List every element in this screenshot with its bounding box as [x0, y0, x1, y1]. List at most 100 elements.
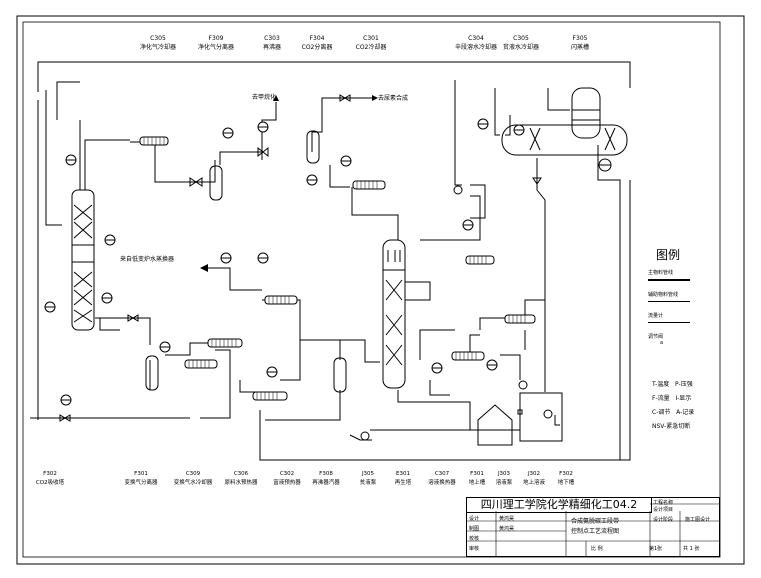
equip-name: 闪蒸槽: [570, 44, 589, 51]
equip-tag: C305: [513, 35, 529, 42]
drawing-title-2: 控制点工艺流程图: [571, 528, 620, 535]
process-lines: [30, 61, 631, 461]
equip-tag: F301: [134, 471, 148, 477]
storage-tanks: [477, 392, 563, 446]
sym-text: -压强: [678, 381, 693, 388]
pumps: [360, 185, 553, 441]
sym-code: I: [675, 395, 678, 402]
aux-line-sample: [648, 301, 690, 302]
equip-name: 溶液泵: [495, 480, 513, 486]
sheet-number: 第1张: [649, 546, 663, 552]
vessels: [145, 130, 347, 393]
row-label-design: 设计: [469, 516, 480, 522]
equip-tag: C305: [150, 35, 166, 42]
sym-extra: NSV-紧急切断: [652, 423, 691, 430]
legend-text: 主物料管线: [648, 270, 674, 276]
sym-code: P: [675, 381, 679, 388]
equip-tag: C309: [185, 471, 201, 477]
sym-code: F: [652, 395, 656, 402]
equip-label-C303: C303 再沸器: [252, 34, 292, 52]
equip-tag: F308: [319, 471, 333, 477]
flash-tank-F305: [501, 87, 628, 156]
equip-tag: J303: [497, 471, 511, 477]
equip-name: 贫液泵: [359, 480, 377, 486]
legend-text: 调节阀: [648, 334, 664, 340]
equip-name: 地上槽: [468, 480, 486, 486]
equip-label-F301-tank: F301 地上槽: [464, 470, 490, 488]
equip-tag: F302: [43, 471, 57, 477]
valves: [59, 94, 542, 422]
equip-tag: F301: [470, 471, 484, 477]
equip-label-C309: C309 变换气水冷却器: [166, 470, 220, 488]
row-label-check: 校核: [469, 536, 480, 542]
legend-text: 流量计: [648, 313, 664, 319]
right-label-4: 施工图设计: [685, 517, 711, 523]
absorber-tower: [71, 189, 95, 331]
school-name: 四川理工学院化学精细化工04.2: [467, 498, 652, 513]
equip-name: 净化气分离器: [197, 44, 234, 51]
title-grid: [466, 503, 720, 557]
equip-tag: E301: [396, 471, 410, 477]
sym-text: -温度: [655, 381, 670, 388]
sym-text: -流量: [655, 395, 670, 402]
equip-name: 贫液水冷却器: [502, 44, 539, 51]
equip-tag: F304: [309, 35, 325, 42]
sym-row: F-流量 I-显示: [652, 392, 732, 406]
equip-name: 再沸器: [262, 44, 281, 51]
equip-label-F308: F308 再沸器汽器: [304, 470, 348, 488]
sheet-total: 共 1 张: [683, 546, 700, 552]
equip-tag: F309: [208, 35, 224, 42]
sym-row: C-调节 A-记录: [652, 406, 732, 420]
equip-name: 净化气冷却器: [139, 44, 176, 51]
stream-label-urea: 去尿素合成: [378, 95, 409, 102]
equip-label-J303: J303 溶液泵: [490, 470, 518, 488]
equip-tag: C303: [264, 35, 280, 42]
legend-title: 图例: [656, 248, 681, 262]
sym-text: -显示: [677, 395, 692, 402]
equip-name: CO2冷却器: [355, 44, 387, 51]
equip-label-C305-top: C305 净化气冷却器: [128, 34, 188, 52]
drawing-frame: [22, 21, 721, 558]
equip-name: 再沸器汽器: [312, 480, 340, 486]
equip-name: 变换气水冷却器: [173, 480, 213, 486]
right-label-3: 设计阶段: [653, 517, 674, 523]
sym-code: T: [652, 381, 656, 388]
equip-label-F309: F309 净化气分离器: [186, 34, 246, 52]
heat-exchangers: [139, 136, 536, 401]
equip-name: 溶液换热器: [428, 480, 456, 486]
equip-name: 再生塔: [394, 480, 412, 486]
legend-item-main: 主物料管线: [648, 269, 718, 281]
instruments: [44, 118, 612, 406]
flow-arrows: [200, 95, 378, 272]
equip-tag: F302: [559, 471, 573, 477]
sym-code: C: [652, 409, 657, 416]
row-label-draw: 制图: [469, 526, 480, 532]
equip-label-E301: E301 再生塔: [386, 470, 420, 488]
title-block: 四川理工学院化学精细化工04.2 工程名称 设计项目 设计阶段 施工图设计 设计…: [466, 497, 720, 557]
legend-text: 辅助物料管线: [648, 292, 679, 298]
equip-tag: F305: [572, 35, 588, 42]
equip-tag: C301: [363, 35, 379, 42]
legend-item-aux: 辅助物料管线: [648, 291, 718, 302]
flow-meter-sample: [648, 322, 690, 323]
equip-label-F305: F305 闪蒸槽: [560, 34, 600, 52]
right-label-2: 设计项目: [653, 507, 674, 513]
drawing-title-1: 合成氨脱碳工段带: [571, 518, 620, 525]
row-value-design: 黄鸿昊: [499, 516, 515, 522]
equip-name: CO2分离器: [301, 44, 333, 51]
sym-text: -记录: [680, 409, 695, 416]
sym-row: T-温度 P-压强: [652, 378, 732, 392]
